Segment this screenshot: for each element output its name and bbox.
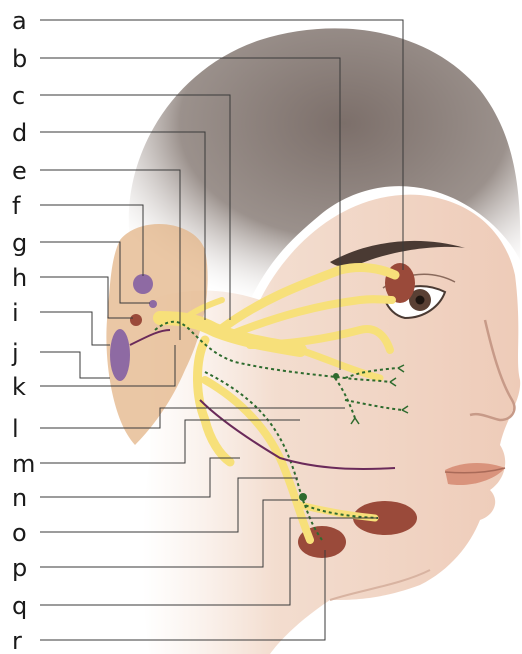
label-b: b: [12, 45, 27, 73]
label-m: m: [12, 450, 35, 478]
leader-i: [40, 312, 110, 345]
nucleus-f: [133, 274, 153, 294]
ganglion-lower: [299, 493, 307, 501]
label-i: i: [12, 299, 19, 327]
pupil: [416, 296, 425, 305]
label-f: f: [12, 192, 21, 220]
leader-j: [40, 352, 110, 378]
label-k: k: [12, 373, 26, 401]
label-l: l: [12, 415, 19, 443]
nucleus-j: [110, 329, 130, 381]
label-o: o: [12, 519, 27, 547]
label-j: j: [11, 339, 19, 367]
label-g: g: [12, 229, 27, 257]
nucleus-i: [130, 314, 142, 326]
nucleus-g: [149, 300, 157, 308]
labels: a b c d e f g h i j k l m n o p q r: [11, 7, 35, 654]
label-q: q: [12, 592, 27, 620]
leader-n: [40, 458, 240, 497]
label-h: h: [12, 264, 27, 292]
label-a: a: [12, 7, 27, 35]
ganglion-upper: [333, 373, 339, 379]
label-p: p: [12, 554, 27, 582]
label-e: e: [12, 157, 27, 185]
label-d: d: [12, 119, 27, 147]
label-r: r: [12, 627, 22, 654]
label-n: n: [12, 484, 27, 512]
label-c: c: [12, 82, 25, 110]
